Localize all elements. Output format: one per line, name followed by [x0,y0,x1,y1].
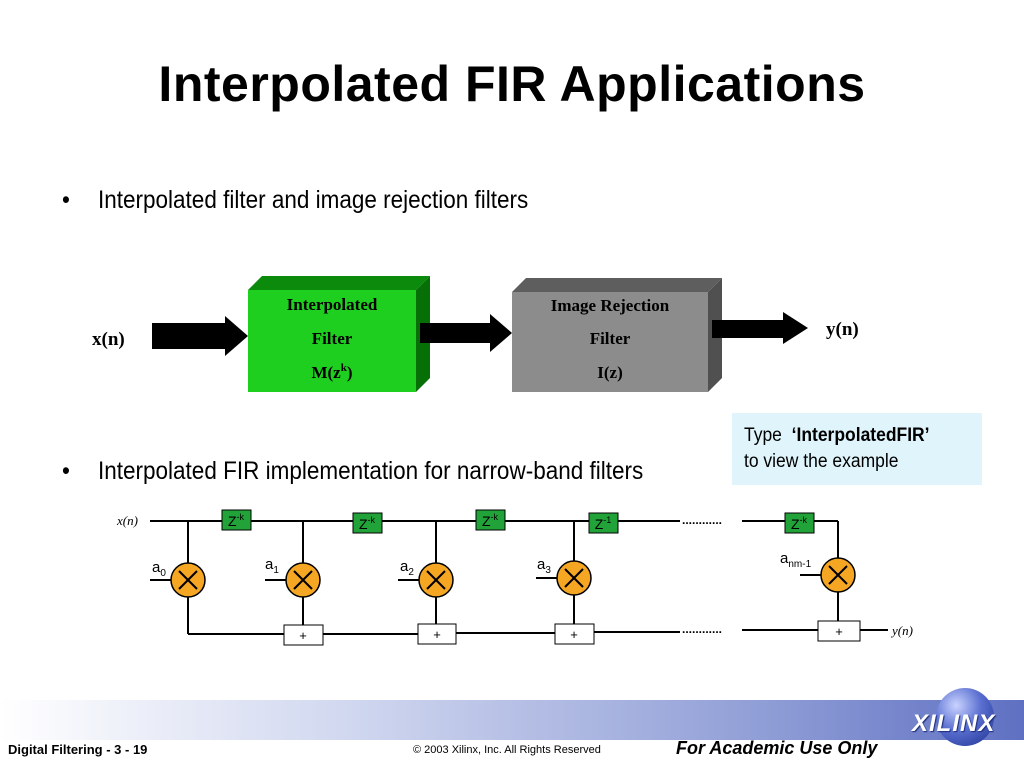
coefficient-label: a0 [152,559,166,579]
multiplier-icon [170,562,206,598]
interp-filter-line3: M(zk) [311,362,352,382]
example-callout: Type ‘InterpolatedFIR’ to view the examp… [732,413,982,485]
globe-icon [936,688,994,746]
interpolated-filter-block: Interpolated Filter M(zk) [248,276,430,392]
multiplier-icon [820,557,856,593]
image-rejection-filter-face [512,292,708,392]
xilinx-logo: XILINX [912,688,1016,760]
svg-text:Z-k: Z-k [791,515,808,532]
bullet-glyph: • [62,186,70,214]
coefficient-label: a1 [265,556,279,576]
footer-slide-number: Digital Filtering - 3 - 19 [8,742,148,757]
coefficient-label: a2 [400,558,414,578]
multiplier-icon [285,562,321,598]
coefficient-label: anm-1 [780,550,812,570]
delay-element: Z-k [784,512,815,534]
diagram-canvas: x(n) Interpolated Filter M(zk) Image Rej… [92,276,913,646]
callout-keyword: ‘InterpolatedFIR’ [791,425,930,446]
block-output-label: y(n) [826,319,859,340]
bullet-item-filters: • Interpolated filter and image rejection… [62,186,528,215]
interp-filter-line1: Interpolated [287,295,378,314]
callout-line2: to view the example [744,451,899,472]
slide-title: Interpolated FIR Applications [158,56,866,112]
interp-filter-line2: Filter [312,329,353,348]
svg-text:Z-k: Z-k [359,515,376,532]
input-arrow [152,316,248,356]
fir-output-label: y(n) [890,623,913,638]
image-rejection-filter-block: Image Rejection Filter I(z) [512,278,722,392]
fir-top-ellipsis: ............ [682,513,722,527]
svg-text:+: + [570,627,578,642]
footer-usage-note: For Academic Use Only [676,738,878,758]
fir-bottom-ellipsis: ............ [682,622,722,636]
callout-line1: Type ‘InterpolatedFIR’ [744,425,930,446]
block-input-label: x(n) [92,329,125,350]
adder-block: + [817,620,861,642]
adder-block: + [283,624,324,646]
output-arrow [712,312,808,344]
middle-arrow [420,314,512,352]
svg-text:+: + [299,628,307,643]
delay-element: Z-k [221,509,252,531]
image-filter-line2: Filter [590,329,631,348]
coefficient-label: a3 [537,556,551,576]
image-filter-line1: Image Rejection [551,296,670,315]
svg-text:+: + [433,627,441,642]
interpolated-filter-face [248,290,416,392]
logo-wordmark: XILINX [912,710,996,737]
fir-structure [150,520,888,635]
footer-copyright: © 2003 Xilinx, Inc. All Rights Reserved [413,744,601,756]
bullet-glyph: • [62,457,70,485]
block-diagram: x(n) Interpolated Filter M(zk) Image Rej… [92,276,859,392]
delay-element: Z-k [475,509,506,531]
bullet-text: Interpolated filter and image rejection … [98,186,529,214]
svg-text:Z-1: Z-1 [595,515,612,532]
delay-element: Z-1 [588,512,619,534]
fir-input-label: x(n) [116,513,138,528]
svg-text:+: + [835,624,843,639]
multiplier-icon [556,560,592,596]
adder-block: + [554,623,595,645]
multiplier-icon [418,562,454,598]
footer-bar [0,700,1024,740]
bullet-item-implementation: • Interpolated FIR implementation for nar… [62,457,643,486]
svg-text:Z-k: Z-k [228,512,245,529]
svg-text:Z-k: Z-k [482,512,499,529]
image-filter-line3: I(z) [597,363,622,382]
delay-element: Z-k [352,512,383,534]
bullet-text: Interpolated FIR implementation for narr… [98,457,644,485]
adder-block: + [417,623,457,645]
